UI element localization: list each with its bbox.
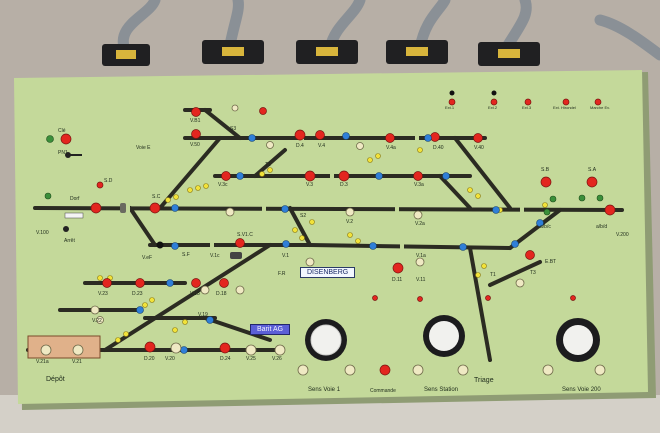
label-dorf: Dorf [70, 196, 80, 202]
label-strip [64, 212, 84, 219]
label-v200: V.200 [616, 232, 629, 238]
label-v20: V.20 [165, 356, 175, 362]
label-voie-e: Voie E [136, 145, 151, 151]
connector-1 [102, 44, 150, 66]
depot-box [27, 335, 101, 359]
label-s3: S3 [230, 126, 237, 132]
label-abd: a/b/d [596, 224, 608, 230]
label-v25: V.25 [246, 356, 256, 362]
label-v1: V.1 [282, 253, 290, 259]
connector-4 [386, 40, 448, 64]
label-sens-voie-1: Sens Voie 1 [308, 387, 341, 393]
label-sd: S.D [104, 178, 113, 184]
label-d3: D.3 [340, 182, 348, 188]
knob-sens-station[interactable] [423, 315, 465, 357]
label-v22: V.22 [92, 318, 102, 324]
label-v3c: V.3c [218, 182, 228, 188]
section-depot: Dépôt [46, 376, 65, 383]
label-s2: S2 [300, 213, 307, 219]
station-disenberg: DISENBERG [300, 267, 356, 278]
label-d23: D.23 [132, 291, 143, 297]
label-v11: V.11 [416, 277, 426, 283]
section-triage: Triage [474, 377, 494, 384]
label-marche-ev: Marche Ev. [590, 105, 610, 110]
label-sv1c: S.V1.C [237, 232, 253, 238]
label-v1a: V.1a [416, 253, 426, 259]
control-board [14, 70, 648, 404]
label-commande: Commande [370, 388, 396, 394]
station-barit-ag: Barit AG [250, 324, 291, 335]
label-sens-voie-200: Sens Voie 200 [562, 387, 601, 393]
label-d40: D.40 [433, 145, 444, 151]
label-d11: D.11 [392, 277, 403, 283]
knob-sens-voie-1[interactable] [305, 319, 347, 361]
label-pn1: PN1 [58, 150, 68, 156]
label-sens-station: Sens Station [424, 387, 459, 393]
label-d18: D.18 [216, 291, 227, 297]
label-arret: Arrêt [64, 238, 75, 244]
label-v50: V.50 [190, 142, 200, 148]
connector-row [102, 40, 540, 66]
depot-button-2[interactable] [72, 344, 84, 356]
label-v100: V.100 [36, 230, 49, 236]
label-cle: Clé [58, 128, 66, 134]
label-v3a: V.3a [414, 182, 424, 188]
red-leds [60, 98, 616, 376]
connector-2 [202, 40, 264, 64]
depot-button-1[interactable] [40, 344, 52, 356]
label-v18: V.18 [190, 291, 200, 297]
label-sf: S.F [182, 252, 190, 258]
label-d20: D.20 [144, 356, 155, 362]
label-fr: F.R [278, 271, 286, 277]
label-v4: V.4 [318, 143, 326, 149]
label-t1-right: T1 [490, 272, 496, 278]
label-v4a: V.4a [386, 145, 396, 151]
label-sc: S.C [152, 194, 161, 200]
label-v23: V.23 [98, 291, 108, 297]
label-v26: V.26 [272, 356, 282, 362]
label-vb1: V.B1 [190, 118, 201, 124]
label-d4: D.4 [296, 143, 304, 149]
connector-5 [478, 42, 540, 66]
label-v21: V.21 [72, 359, 82, 365]
green-leds [44, 135, 604, 216]
label-ext-hirondel: Ext. Hirondel [553, 105, 576, 110]
label-v21a: V.21a [36, 359, 49, 365]
yellow-leds [97, 147, 548, 343]
label-v2a: V.2a [415, 221, 425, 227]
label-d24: D.24 [220, 356, 231, 362]
label-v19: V.19 [198, 312, 208, 318]
track-layout [26, 108, 624, 362]
connector-3 [296, 40, 358, 64]
label-t1: T1 [265, 162, 271, 168]
label-v1c: V.1c [210, 253, 220, 259]
label-vef: V.eF [142, 255, 153, 261]
label-ebt: E.BT [545, 259, 557, 265]
toggle-switches[interactable] [63, 90, 497, 260]
knob-sens-voie-200[interactable] [556, 318, 600, 362]
label-ext1: Ext.1 [445, 105, 455, 110]
label-t3: T3 [530, 270, 536, 276]
label-sa: S.A [588, 167, 597, 173]
label-ext3: Ext.3 [522, 105, 532, 110]
label-ext2: Ext.2 [488, 105, 498, 110]
label-sb: S.B [541, 167, 550, 173]
label-v3: V.3 [306, 182, 314, 188]
blue-leds [136, 132, 544, 354]
label-abc: a/b/c [540, 224, 551, 230]
label-v2: V.2 [346, 219, 354, 225]
label-v40: V.40 [474, 145, 484, 151]
